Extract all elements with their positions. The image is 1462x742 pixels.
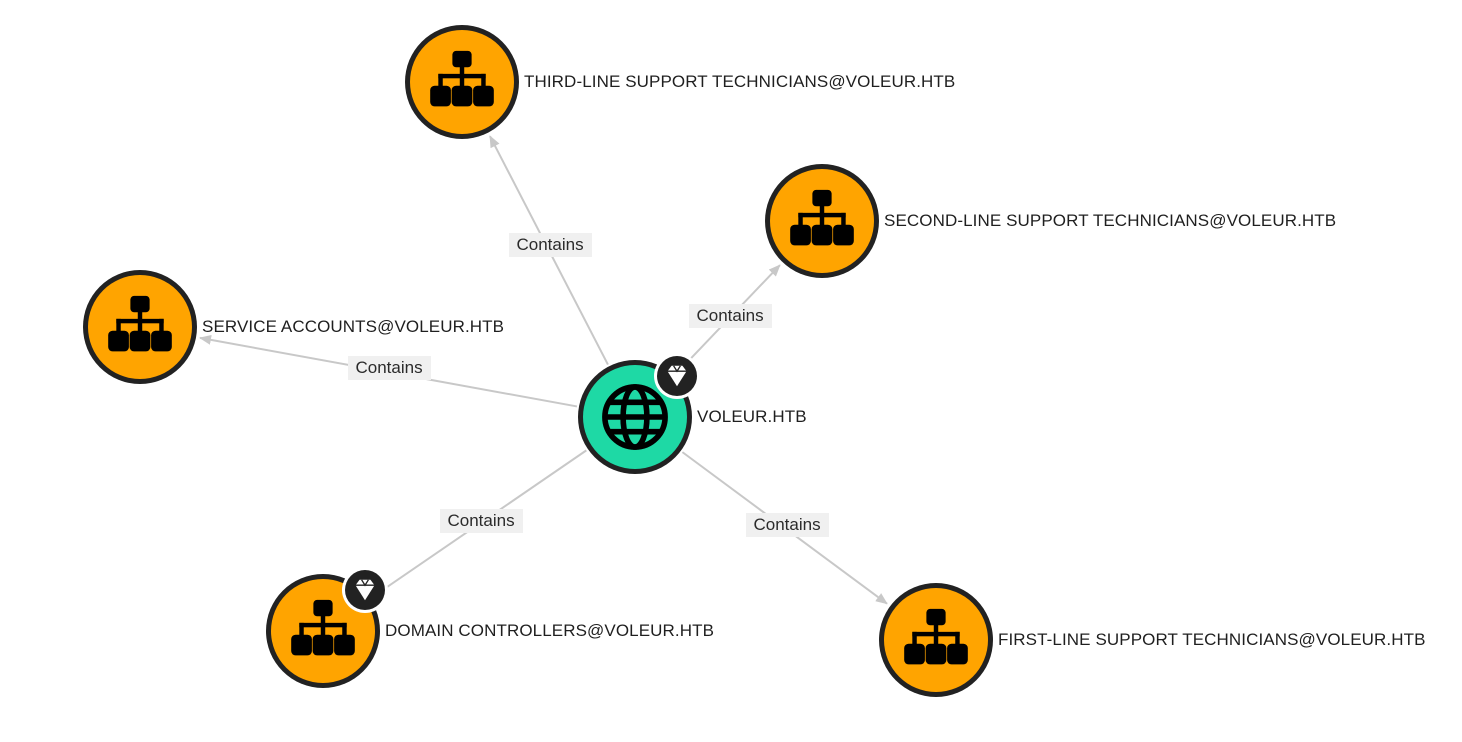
gem-icon bbox=[654, 353, 700, 399]
node-label-third[interactable]: THIRD-LINE SUPPORT TECHNICIANS@VOLEUR.HT… bbox=[524, 72, 956, 91]
edge-label-service[interactable]: Contains bbox=[347, 356, 431, 380]
node-label-service[interactable]: SERVICE ACCOUNTS@VOLEUR.HTB bbox=[202, 317, 505, 336]
node-label-second[interactable]: SECOND-LINE SUPPORT TECHNICIANS@VOLEUR.H… bbox=[884, 211, 1337, 230]
node-third[interactable] bbox=[405, 25, 519, 139]
node-second[interactable] bbox=[765, 164, 879, 278]
node-label-first[interactable]: FIRST-LINE SUPPORT TECHNICIANS@VOLEUR.HT… bbox=[998, 630, 1426, 649]
node-dc[interactable] bbox=[266, 567, 388, 688]
node-service[interactable] bbox=[83, 270, 197, 384]
edge-label-first[interactable]: Contains bbox=[745, 513, 829, 537]
node-label-dc[interactable]: DOMAIN CONTROLLERS@VOLEUR.HTB bbox=[385, 621, 715, 640]
node-first[interactable] bbox=[879, 583, 993, 697]
edge-label-dc[interactable]: Contains bbox=[439, 509, 523, 533]
edge-label-second[interactable]: Contains bbox=[688, 304, 772, 328]
edge-label-third[interactable]: Contains bbox=[508, 233, 592, 257]
nodes-layer bbox=[83, 25, 993, 697]
gem-icon bbox=[342, 567, 388, 613]
node-label-voleur[interactable]: VOLEUR.HTB bbox=[697, 407, 807, 426]
node-voleur[interactable] bbox=[578, 353, 700, 474]
